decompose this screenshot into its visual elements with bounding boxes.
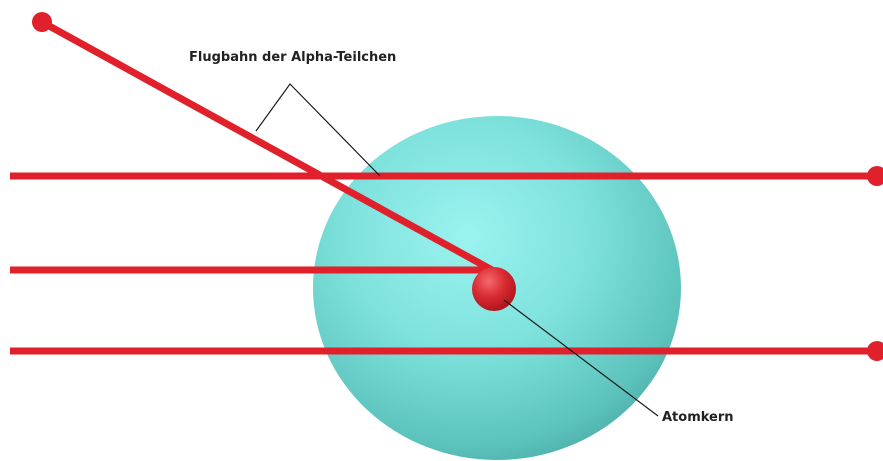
nucleus-leader-line [503, 299, 659, 417]
trajectory-label: Flugbahn der Alpha-Teilchen [189, 50, 397, 65]
alpha-particle-bottom-dot [867, 341, 883, 361]
alpha-particle-top-dot [867, 166, 883, 186]
alpha-particle-deflected-dot [32, 12, 52, 32]
nucleus-label: Atomkern [662, 410, 734, 425]
nucleus-sphere [472, 267, 516, 311]
trajectory-leader-line [255, 83, 381, 177]
alpha-path-deflected [40, 18, 494, 274]
